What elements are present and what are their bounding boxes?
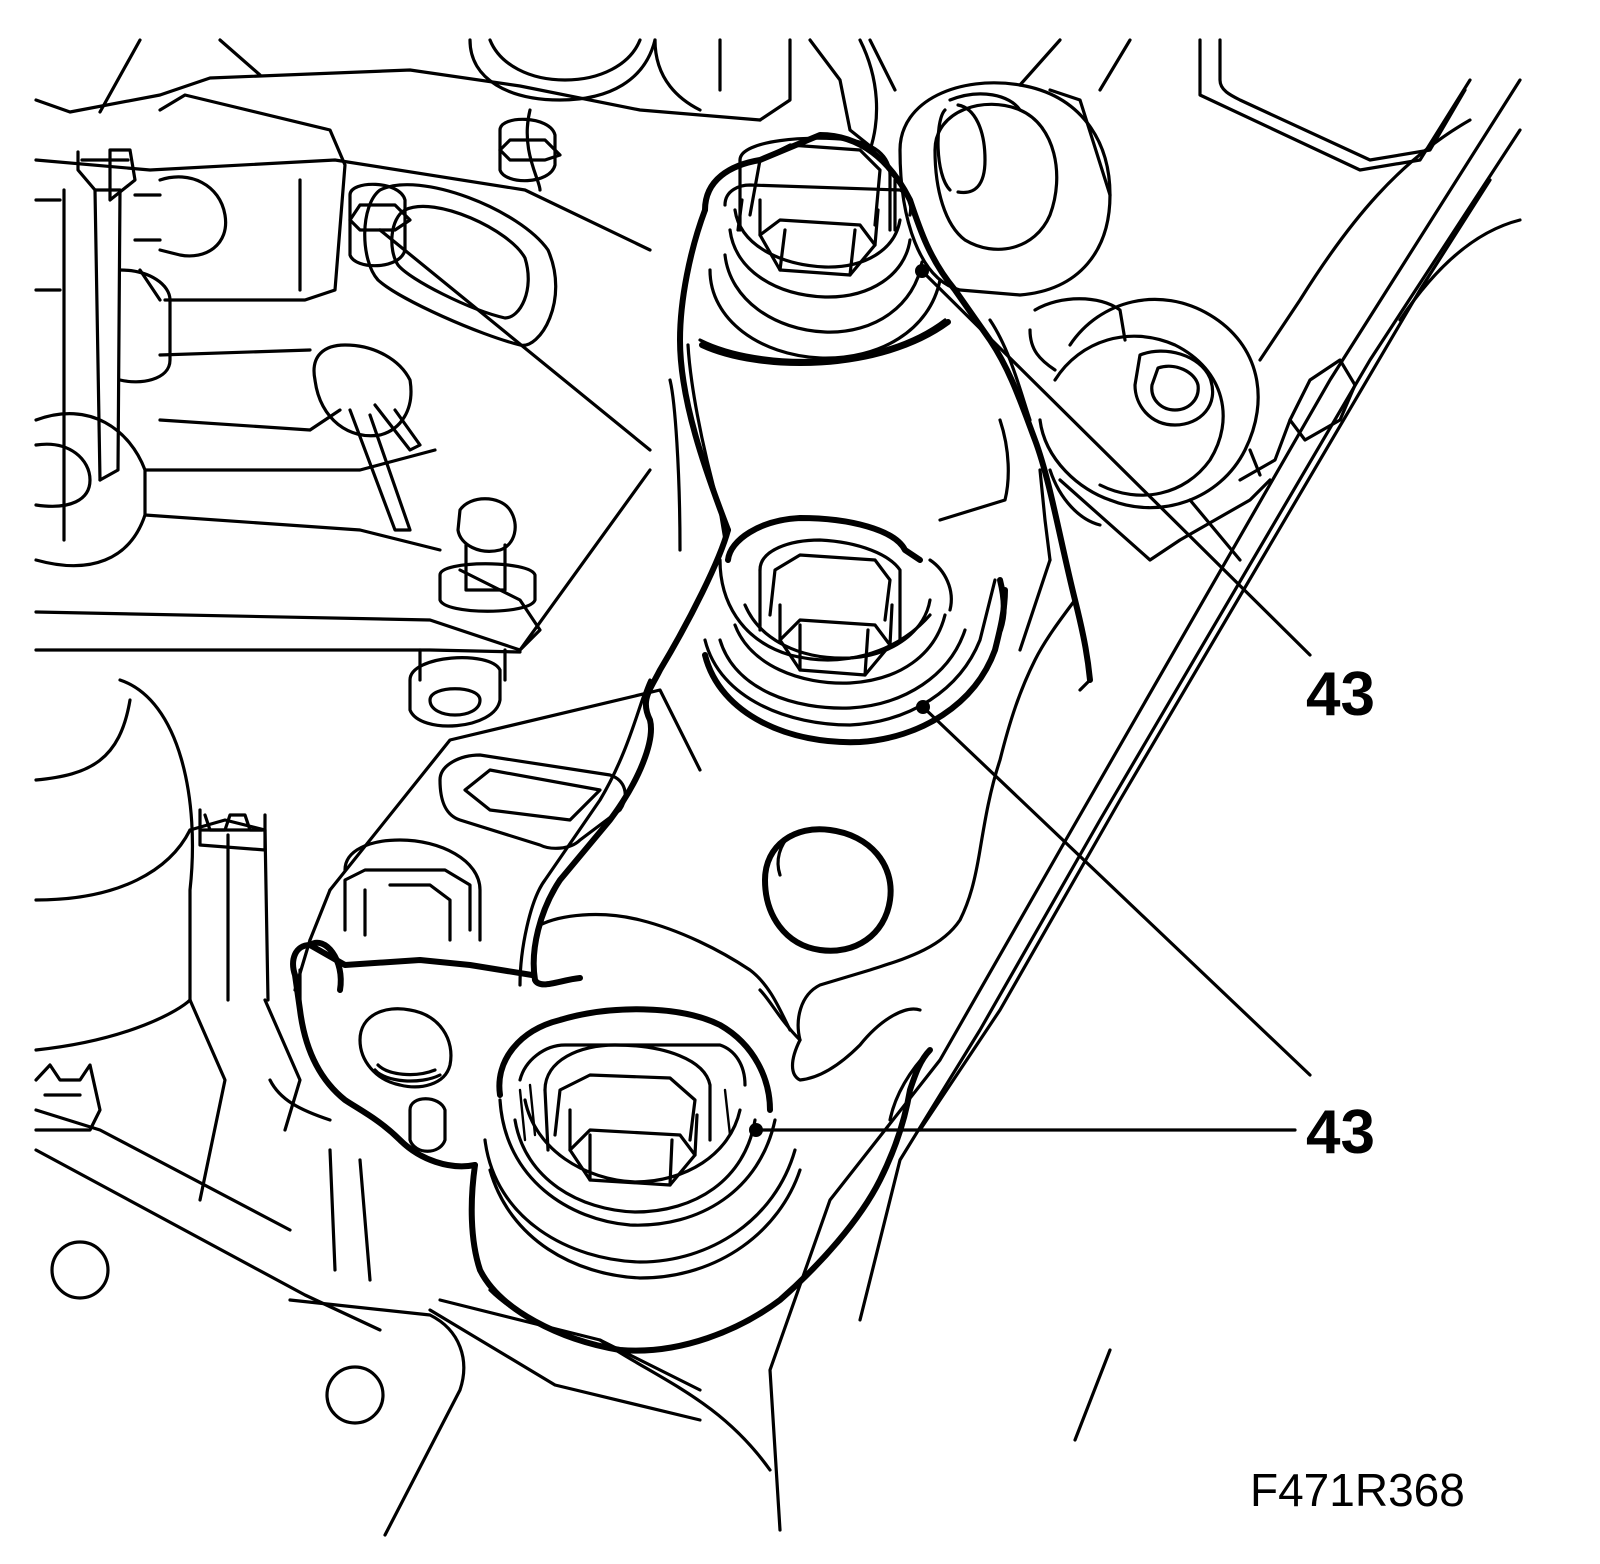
callout-leaders: [749, 264, 1312, 1137]
leader-line-top: [920, 269, 1312, 657]
leader-line-middle: [921, 705, 1312, 1077]
bolt-top: [698, 136, 951, 367]
figure-code: F471R368: [1250, 1464, 1465, 1516]
callout-label-upper: 43: [1306, 660, 1375, 729]
bolt-middle: [702, 515, 1008, 746]
mounting-bracket: [290, 132, 1093, 1354]
bolt-bottom: [483, 1006, 802, 1280]
background-structure: [34, 38, 1522, 1537]
callout-label-lower: 43: [1306, 1098, 1375, 1167]
